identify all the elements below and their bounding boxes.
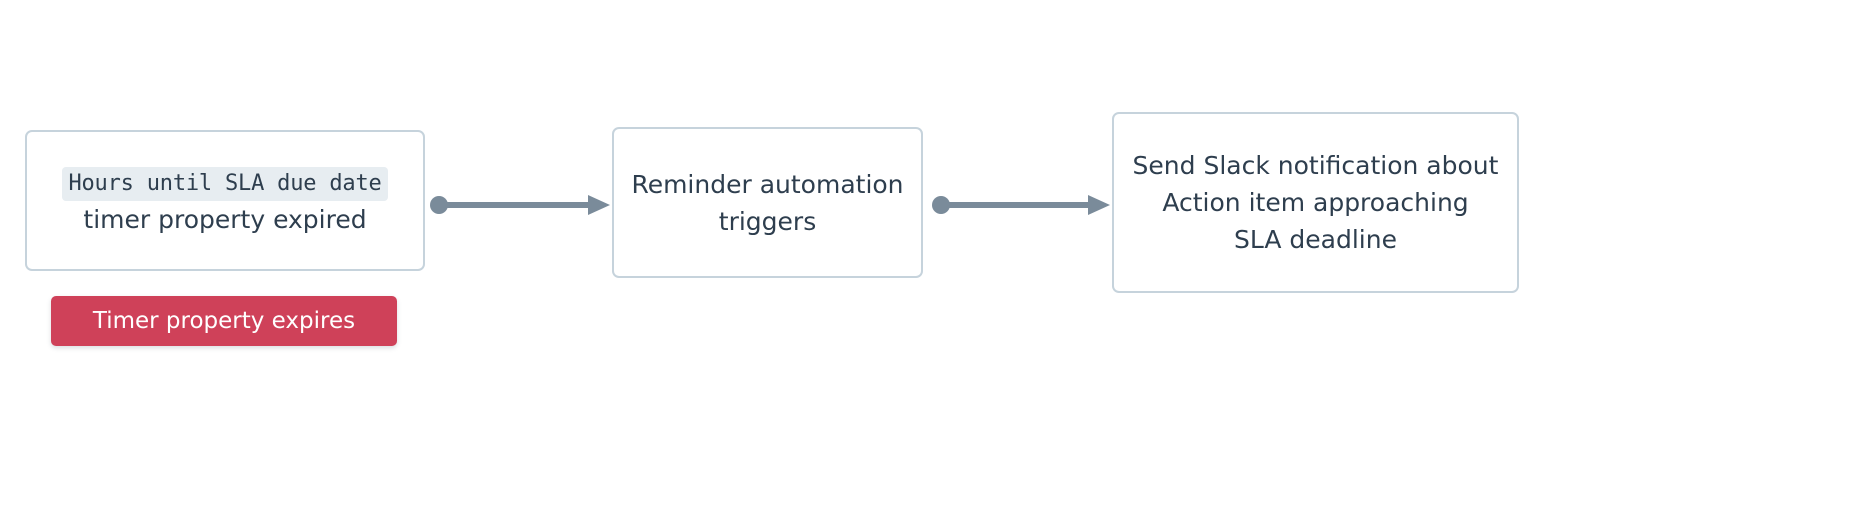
code-chip: Hours until SLA due date xyxy=(62,163,388,201)
arrowhead-icon xyxy=(1088,195,1110,215)
timer-expires-badge[interactable]: Timer property expires xyxy=(51,296,397,346)
flow-node-automation[interactable]: Reminder automation triggers xyxy=(612,127,923,278)
flow-node-trigger-label: timer property expired xyxy=(83,204,367,234)
arrowhead-icon xyxy=(588,195,610,215)
flow-node-action-line1: Send Slack notification about xyxy=(1132,151,1499,180)
connector-trigger-to-automation xyxy=(430,190,610,220)
flow-node-automation-line2: triggers xyxy=(718,206,817,236)
timer-expires-badge-label: Timer property expires xyxy=(92,308,356,334)
flow-node-trigger[interactable]: Hours until SLA due date timer property … xyxy=(25,130,425,271)
flow-node-action-line3: SLA deadline xyxy=(1234,225,1397,254)
flow-node-automation-line1: Reminder automation xyxy=(631,169,904,199)
flow-node-action[interactable]: Send Slack notification about Action ite… xyxy=(1112,112,1519,293)
code-chip-text: Hours until SLA due date xyxy=(62,167,388,201)
connector-automation-to-action xyxy=(932,190,1110,220)
flow-node-action-line2: Action item approaching xyxy=(1162,188,1469,217)
